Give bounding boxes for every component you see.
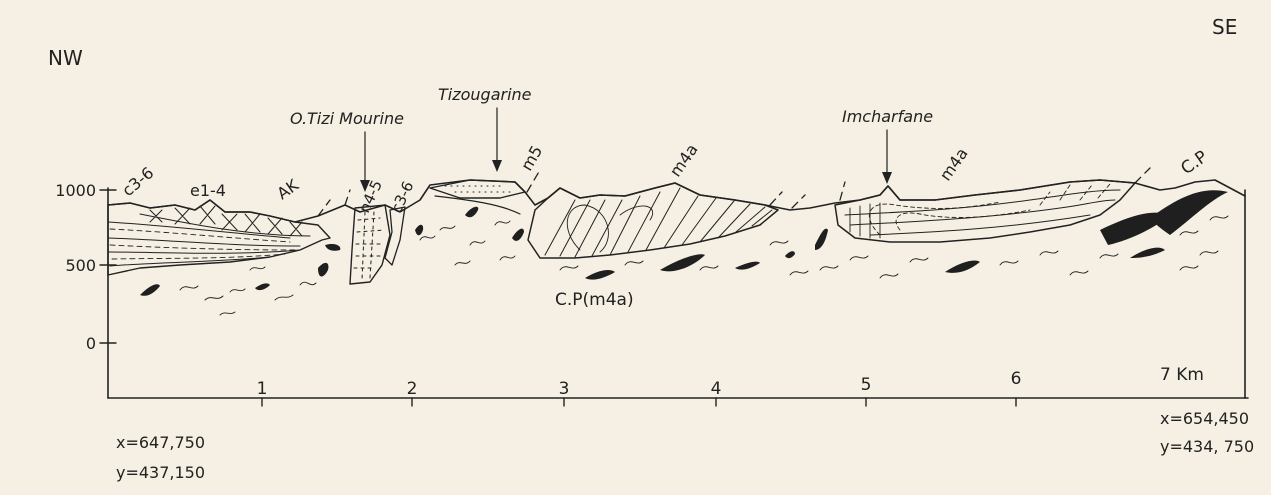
unit-e14: e1-4 [190,181,226,200]
unit-c36-left: c3-6 [118,163,157,200]
y-tick-label-1000: 1000 [55,181,96,200]
m4a-block-2-bedding [845,190,1120,235]
lens-3 [1130,248,1165,258]
unit-m5: m5 [517,142,546,174]
arrow-imcharfane-head [882,172,892,184]
locality-tizougarine: Tizougarine [438,85,532,104]
locality-arrows [360,108,892,192]
unit-ak: AK [273,175,302,203]
lens-7 [735,262,760,270]
locality-imcharfane: Imcharfane [842,107,933,126]
y-tick-label-500: 500 [65,256,96,275]
m4a-block-1 [528,183,778,258]
lens-2 [1100,213,1170,245]
x-tick-label-3: 3 [559,379,570,399]
lens-10 [325,244,340,251]
lens-16 [785,251,795,258]
lens-6 [660,254,705,271]
x-tick-label-5: 5 [861,375,872,395]
left-bedding [108,222,300,266]
x-tick-label-4: 4 [711,379,722,399]
lens-1 [1150,190,1228,235]
schist-squiggles [180,216,1228,315]
lens-13 [465,207,478,218]
lens-11 [140,284,160,296]
lens-9 [318,263,328,277]
m5-dots [445,186,510,192]
se-label: SE [1212,15,1237,39]
m4a-block-2-ticks [850,203,880,238]
unit-m4a-2: m4a [936,144,972,184]
coord-end-y: y=434, 750 [1160,437,1254,456]
m4a-block-2 [835,180,1135,242]
e14-cross-hatch [150,206,302,236]
unit-c36-mid: c3-6 [387,178,417,215]
arrow-tizougarine-head [492,160,502,172]
x-tick-label-1: 1 [257,379,268,399]
coord-start-y: y=437,150 [116,463,205,482]
lens-12 [255,283,270,290]
lens-14 [512,229,524,241]
unit-cp-m4a: C.P(m4a) [555,290,634,310]
unit-m4a-1: m4a [666,140,702,180]
lens-5 [815,229,828,250]
left-bedding-dashed [110,229,295,259]
x-tick-label-2: 2 [407,379,418,399]
lens-8 [585,270,615,280]
unit-cp-right: C.P [1177,147,1211,179]
coord-start-x: x=647,750 [116,433,205,452]
x-tick-label-7km: 7 Km [1160,365,1204,385]
m4a-block-1-fold [567,205,652,252]
nw-label: NW [48,46,83,70]
x-tick-label-6: 6 [1011,369,1022,389]
left-sedimentary-block [108,200,330,275]
lens-15 [415,225,423,236]
axes [100,188,1248,406]
lens-4 [945,260,980,272]
coord-end-x: x=654,450 [1160,409,1249,428]
y-tick-label-0: 0 [86,334,96,353]
locality-o-tizi-mourine: O.Tizi Mourine [290,109,404,128]
middle-slivers [350,205,405,284]
n45-fill [354,212,384,280]
unit-n45: n4-5 [355,177,386,215]
